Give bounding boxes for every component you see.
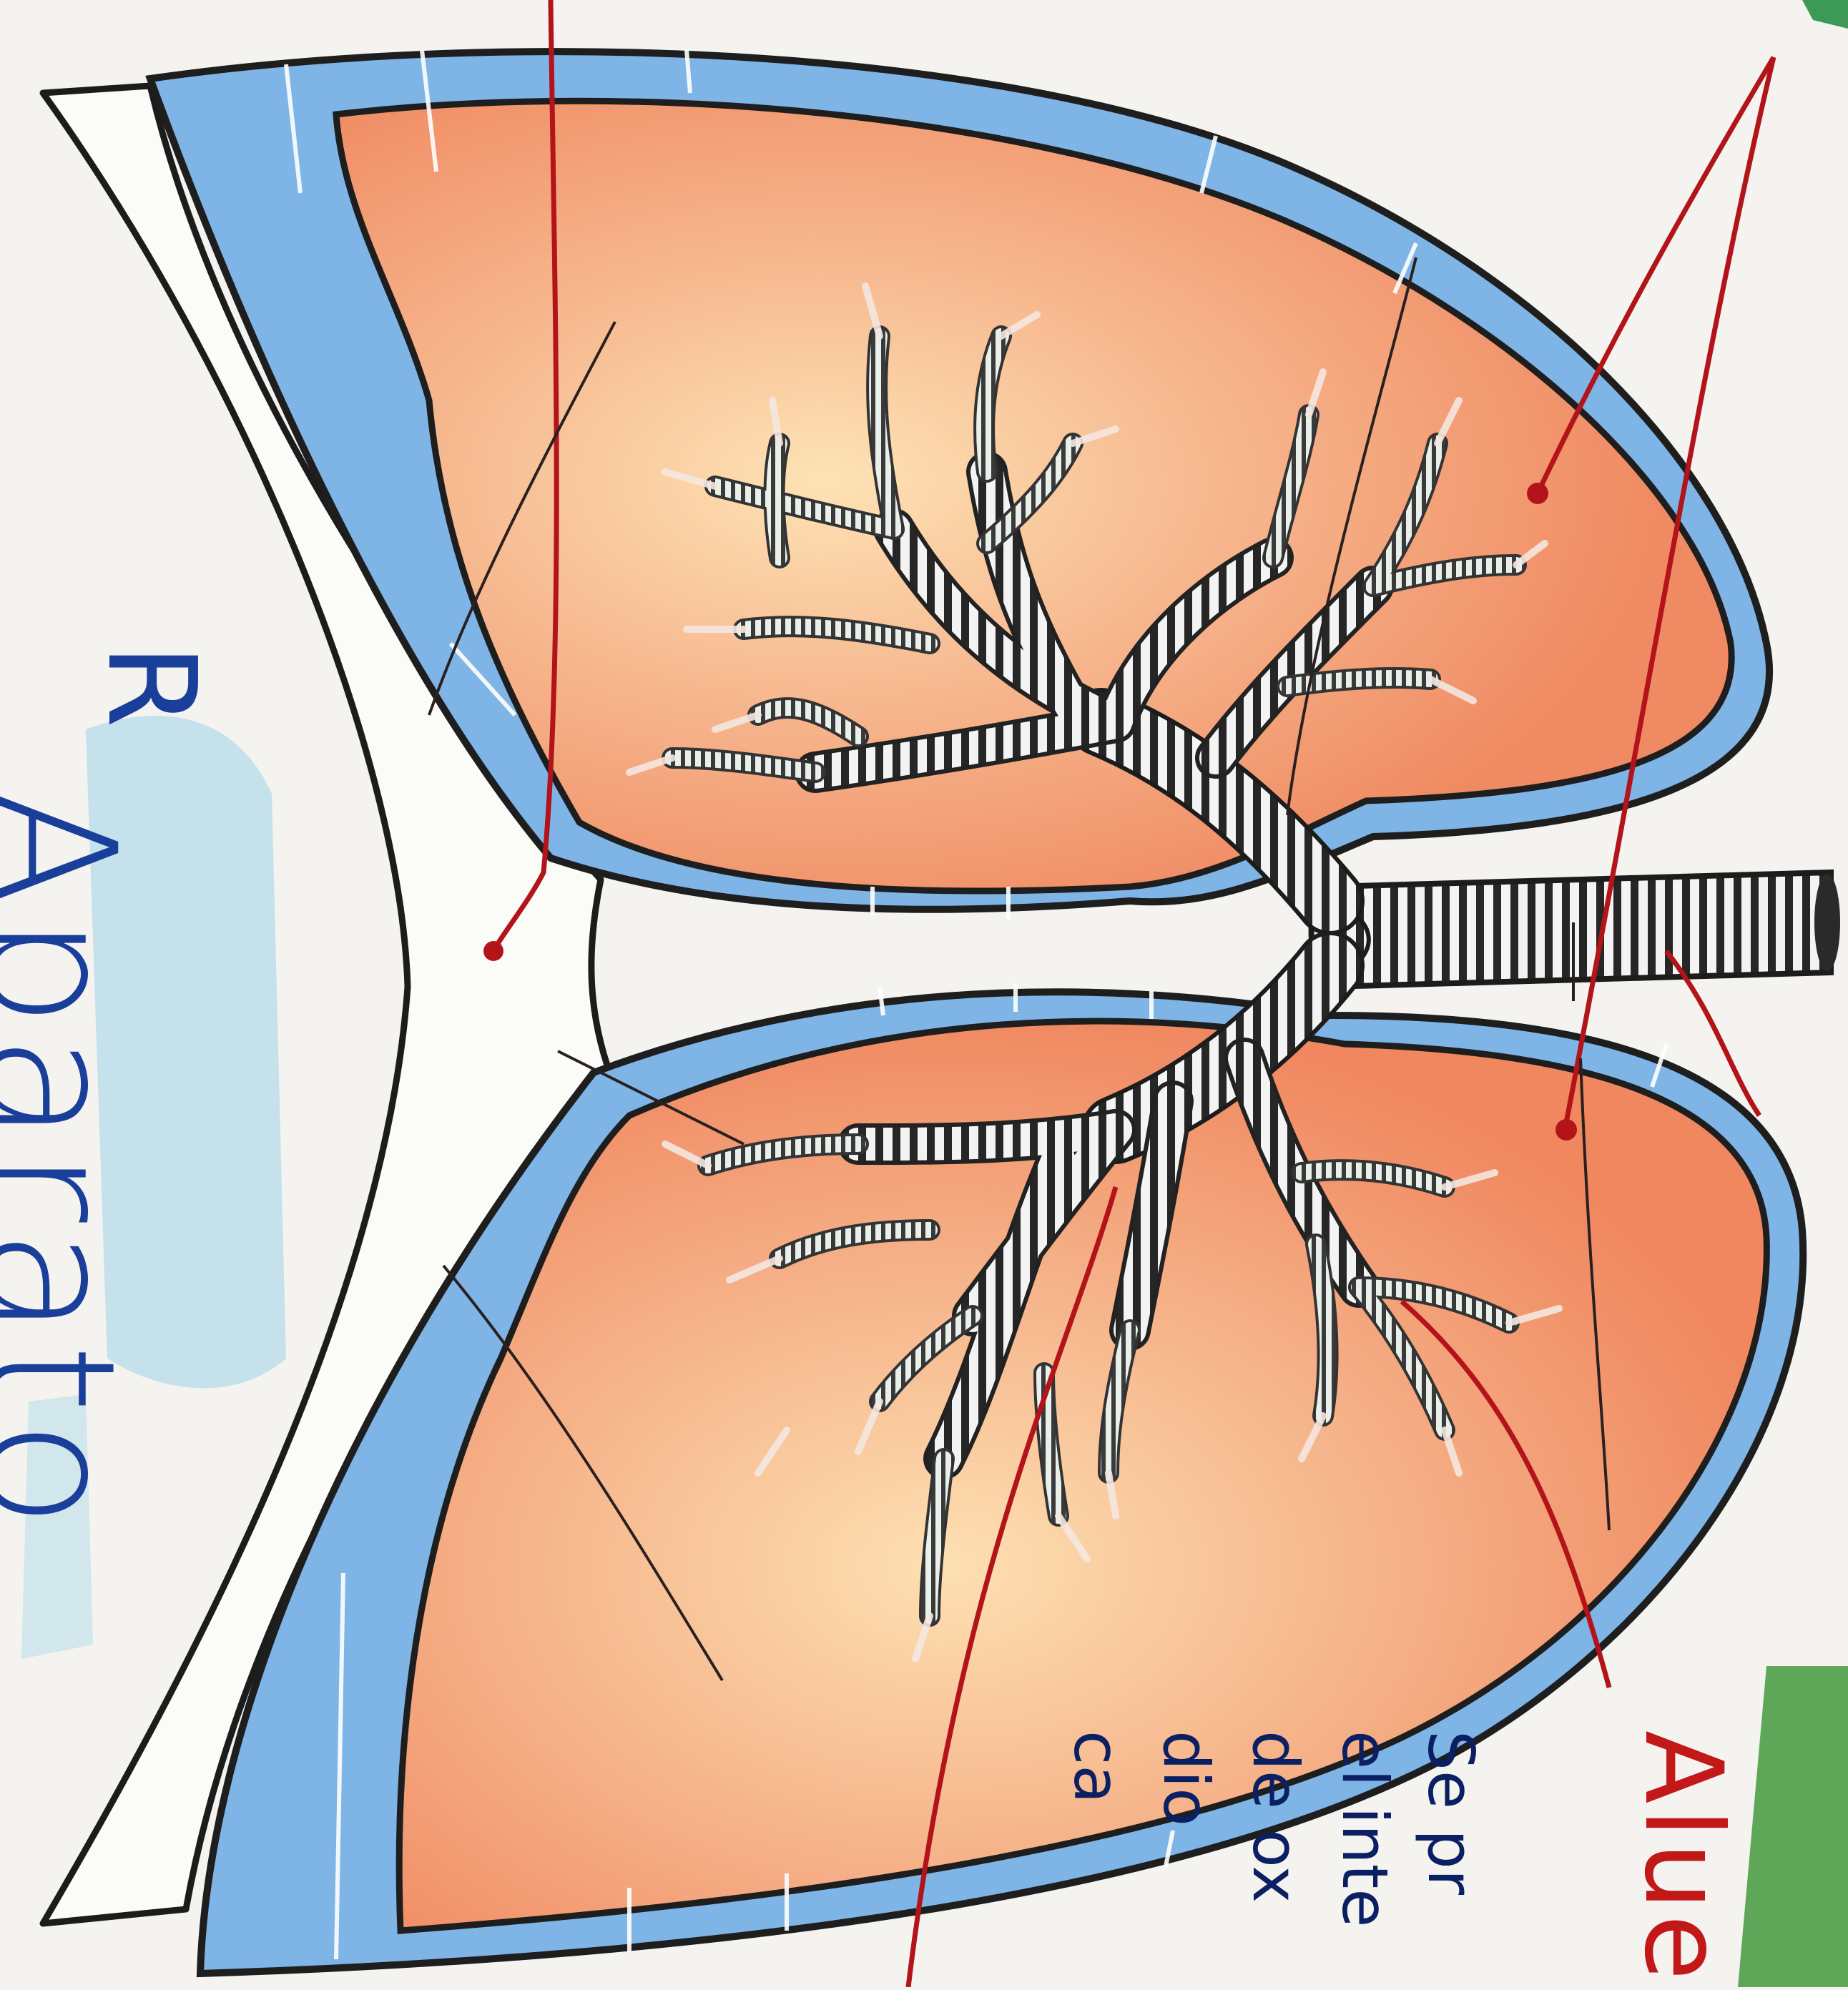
title-word: Aparato (0, 787, 154, 1535)
note-line: de ox (1239, 1730, 1312, 1903)
corner-green-mark (1802, 0, 1848, 29)
label-highlighter (1738, 1666, 1848, 1987)
note-line: ca (1060, 1730, 1134, 1803)
note-line: dio (1149, 1730, 1223, 1826)
note-line: el inte (1328, 1730, 1402, 1927)
trachea-icon (1312, 872, 1840, 987)
title-fragment: R (80, 644, 222, 728)
alveolus-label: Alue (1621, 1730, 1745, 1985)
note-line: Se pr (1414, 1730, 1488, 1895)
